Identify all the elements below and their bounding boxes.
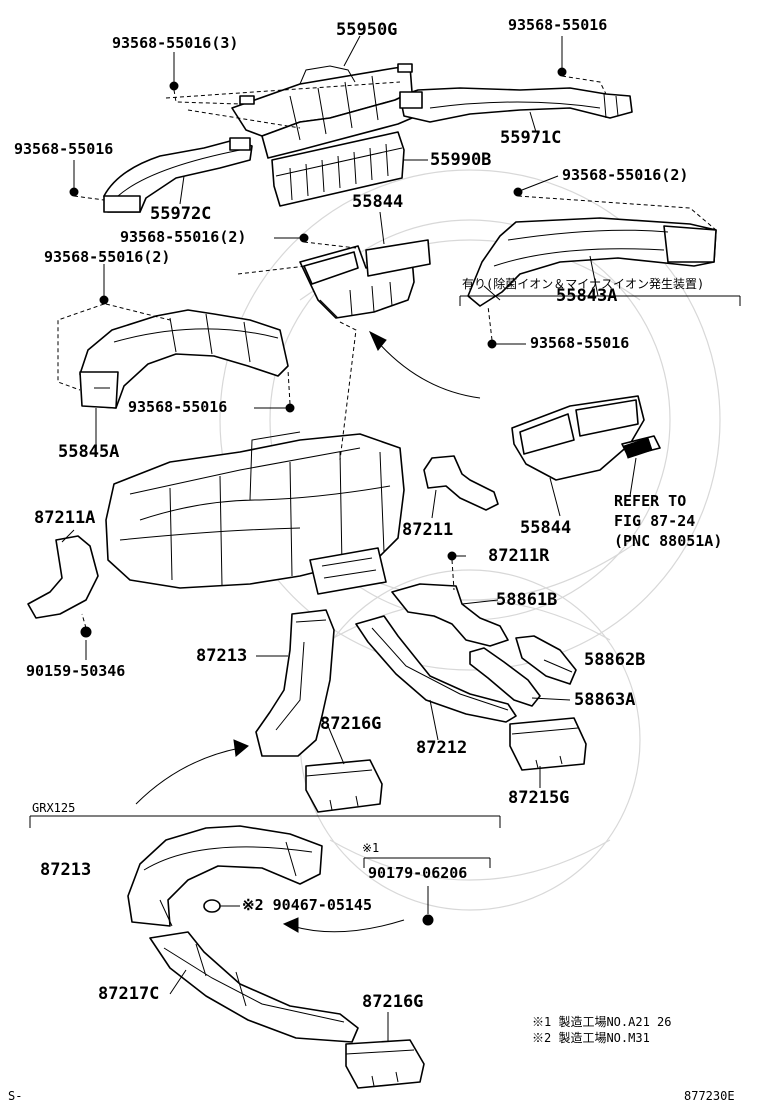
note-mark-1: ※1: [362, 841, 380, 855]
part-58863A-shape: [469, 647, 541, 707]
label-clip-90467-05145: ※2 90467-05145: [242, 896, 372, 914]
corner-code-left: S-: [8, 1089, 23, 1103]
label-87217C: 87217C: [98, 984, 160, 1004]
label-bolt-93568-55016-left: 93568-55016: [14, 140, 114, 158]
part-87217C-shape: [149, 931, 359, 1043]
label-bolt-93568-55016-right: 93568-55016: [530, 334, 630, 352]
label-55843A: 55843A: [556, 286, 618, 306]
label-87216G-upper: 87216G: [320, 714, 382, 734]
part-87211-shape: [423, 455, 499, 511]
part-87213-lower-shape: [127, 825, 323, 927]
part-55844-lower-shape: [511, 395, 661, 481]
footnote-1: ※1 製造工場NO.A21 26: [532, 1015, 672, 1029]
label-55845A: 55845A: [58, 442, 120, 462]
part-55844-upper-shape: [299, 239, 431, 319]
label-bolt-93568-55016-x2-right: 93568-55016(2): [562, 166, 689, 184]
leader-lines: [29, 35, 741, 1042]
label-87212: 87212: [416, 738, 468, 758]
label-87213-upper: 87213: [196, 646, 248, 666]
label-bolt-93568-55016-mid: 93568-55016: [128, 398, 228, 416]
label-bolt-93568-55016-x2-left: 93568-55016(2): [44, 248, 171, 266]
label-55990B: 55990B: [430, 150, 492, 170]
grx125-group-label: GRX125: [32, 801, 76, 815]
hvac-unit-shape: [105, 431, 405, 595]
part-55843A-shape: [467, 217, 717, 307]
part-58861B-shape: [391, 583, 509, 647]
part-87216G-upper-shape: [305, 759, 383, 813]
assembly-arrows: [135, 330, 481, 933]
label-58862B: 58862B: [584, 650, 646, 670]
part-87211A-shape: [27, 535, 99, 619]
part-87216G-lower-shape: [345, 1039, 425, 1089]
label-87211A: 87211A: [34, 508, 96, 528]
diagram-reference-number: 877230E: [684, 1089, 735, 1103]
assembly-lines: [57, 75, 717, 629]
label-55971C: 55971C: [500, 128, 562, 148]
label-bolt-90179-06206: 90179-06206: [368, 864, 468, 882]
label-58861B: 58861B: [496, 590, 558, 610]
part-55971C-shape: [399, 87, 633, 123]
label-bolt-90159-50346: 90159-50346: [26, 662, 126, 680]
label-bolt-93568-55016-x2-centre: 93568-55016(2): [120, 228, 247, 246]
refer-line-3: (PNC 88051A): [614, 532, 723, 550]
part-58862B-shape: [515, 635, 577, 685]
label-87211: 87211: [402, 520, 454, 540]
label-87211R: 87211R: [488, 546, 550, 566]
footnote-2: ※2 製造工場NO.M31: [532, 1031, 650, 1045]
part-87213-upper-shape: [255, 609, 335, 757]
label-55844-lower: 55844: [520, 518, 572, 538]
label-bolt-93568-55016-top-right: 93568-55016: [508, 16, 608, 34]
part-55972C-shape: [103, 137, 253, 213]
label-58863A: 58863A: [574, 690, 636, 710]
label-55972C: 55972C: [150, 204, 212, 224]
part-55950G-shape: [231, 63, 413, 159]
option-note: 有り(除菌イオン＆マイナスイオン発生装置): [462, 277, 705, 291]
label-87215G: 87215G: [508, 788, 570, 808]
refer-line-1: REFER TO: [614, 492, 687, 510]
label-bolt-93568-55016-x3: 93568-55016(3): [112, 34, 239, 52]
part-55990B-shape: [271, 131, 405, 207]
label-55950G: 55950G: [336, 20, 398, 40]
part-55845A-shape: [79, 309, 289, 409]
part-87212-shape: [355, 615, 517, 723]
label-87213-lower: 87213: [40, 860, 92, 880]
part-87215G-shape: [509, 717, 587, 771]
label-55844-upper: 55844: [352, 192, 404, 212]
refer-line-2: FIG 87-24: [614, 512, 696, 530]
label-87216G-lower: 87216G: [362, 992, 424, 1012]
